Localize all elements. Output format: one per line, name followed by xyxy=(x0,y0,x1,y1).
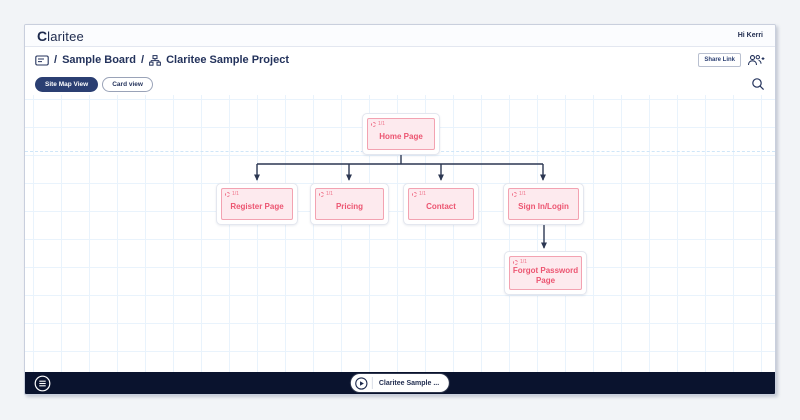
node-page-count-badge: 1/1 xyxy=(512,191,526,197)
current-board-label: Claritee Sample ... xyxy=(378,379,440,387)
node-label: Home Page xyxy=(379,131,423,141)
share-link-button[interactable]: Share Link xyxy=(698,53,741,67)
menu-icon[interactable] xyxy=(34,375,51,392)
pill-divider xyxy=(371,377,373,389)
node-page-count-badge: 1/1 xyxy=(371,121,385,127)
node-card: 1/1 Pricing xyxy=(315,188,384,220)
page-count-icon xyxy=(512,191,517,197)
view-toggle: Site Map View Card view xyxy=(35,76,153,92)
sitemap-node-forgot-password-page[interactable]: 1/1 Forgot Password Page xyxy=(504,251,587,295)
node-card: 1/1 Forgot Password Page xyxy=(509,256,582,290)
tab-site-map-view[interactable]: Site Map View xyxy=(35,76,99,92)
tab-card-view[interactable]: Card view xyxy=(102,76,153,92)
breadcrumb-separator: / xyxy=(54,54,58,66)
page-count-icon xyxy=(225,191,230,197)
sitemap-node-contact[interactable]: 1/1 Contact xyxy=(403,183,479,225)
logo-wordmark: laritee xyxy=(47,28,84,44)
current-board-pill[interactable]: Claritee Sample ... xyxy=(350,374,450,392)
view-toggle-row: Site Map View Card view xyxy=(25,73,775,95)
breadcrumb-separator: / xyxy=(141,54,145,66)
breadcrumb-project[interactable]: Claritee Sample Project xyxy=(166,54,289,66)
node-card: 1/1 Register Page xyxy=(221,188,293,220)
breadcrumb: / Sample Board / Claritee Sample Project xyxy=(35,54,289,66)
node-page-count-badge: 1/1 xyxy=(225,191,239,197)
node-label: Forgot Password Page xyxy=(512,265,579,285)
node-page-count-badge: 1/1 xyxy=(319,191,333,197)
user-greeting[interactable]: Hi Kerri xyxy=(737,32,763,39)
search-icon[interactable] xyxy=(751,77,765,91)
page-count-icon xyxy=(371,121,376,127)
node-card: 1/1 Contact xyxy=(408,188,474,220)
play-icon[interactable] xyxy=(355,376,368,390)
logo-c-mark: C xyxy=(37,27,48,44)
node-label: Register Page xyxy=(230,201,284,211)
node-card: 1/1 Home Page xyxy=(367,118,435,150)
sitemap-icon xyxy=(149,54,161,66)
page-count-icon xyxy=(412,191,417,197)
sitemap-canvas[interactable]: 1/1 Home Page 1/1 Register Page 1/1 Pric… xyxy=(25,95,775,374)
breadcrumb-board[interactable]: Sample Board xyxy=(62,54,137,66)
sitemap-node-home-page[interactable]: 1/1 Home Page xyxy=(362,113,440,155)
page-count-icon xyxy=(513,259,518,265)
sitemap-node-register-page[interactable]: 1/1 Register Page xyxy=(216,183,298,225)
node-label: Sign In/Login xyxy=(518,201,569,211)
node-label: Contact xyxy=(426,201,456,211)
bottom-bar: Claritee Sample ... xyxy=(25,372,775,394)
page-count-icon xyxy=(319,191,324,197)
node-page-count-badge: 1/1 xyxy=(412,191,426,197)
node-page-count-badge: 1/1 xyxy=(513,259,527,265)
sitemap-node-pricing[interactable]: 1/1 Pricing xyxy=(310,183,389,225)
board-icon[interactable] xyxy=(35,54,49,66)
breadcrumb-row: / Sample Board / Claritee Sample Project… xyxy=(25,47,775,73)
invite-people-icon[interactable] xyxy=(747,54,765,67)
sitemap-node-sign-in-login[interactable]: 1/1 Sign In/Login xyxy=(503,183,584,225)
breadcrumb-actions: Share Link xyxy=(698,53,765,67)
node-label: Pricing xyxy=(335,201,364,211)
node-card: 1/1 Sign In/Login xyxy=(508,188,579,220)
